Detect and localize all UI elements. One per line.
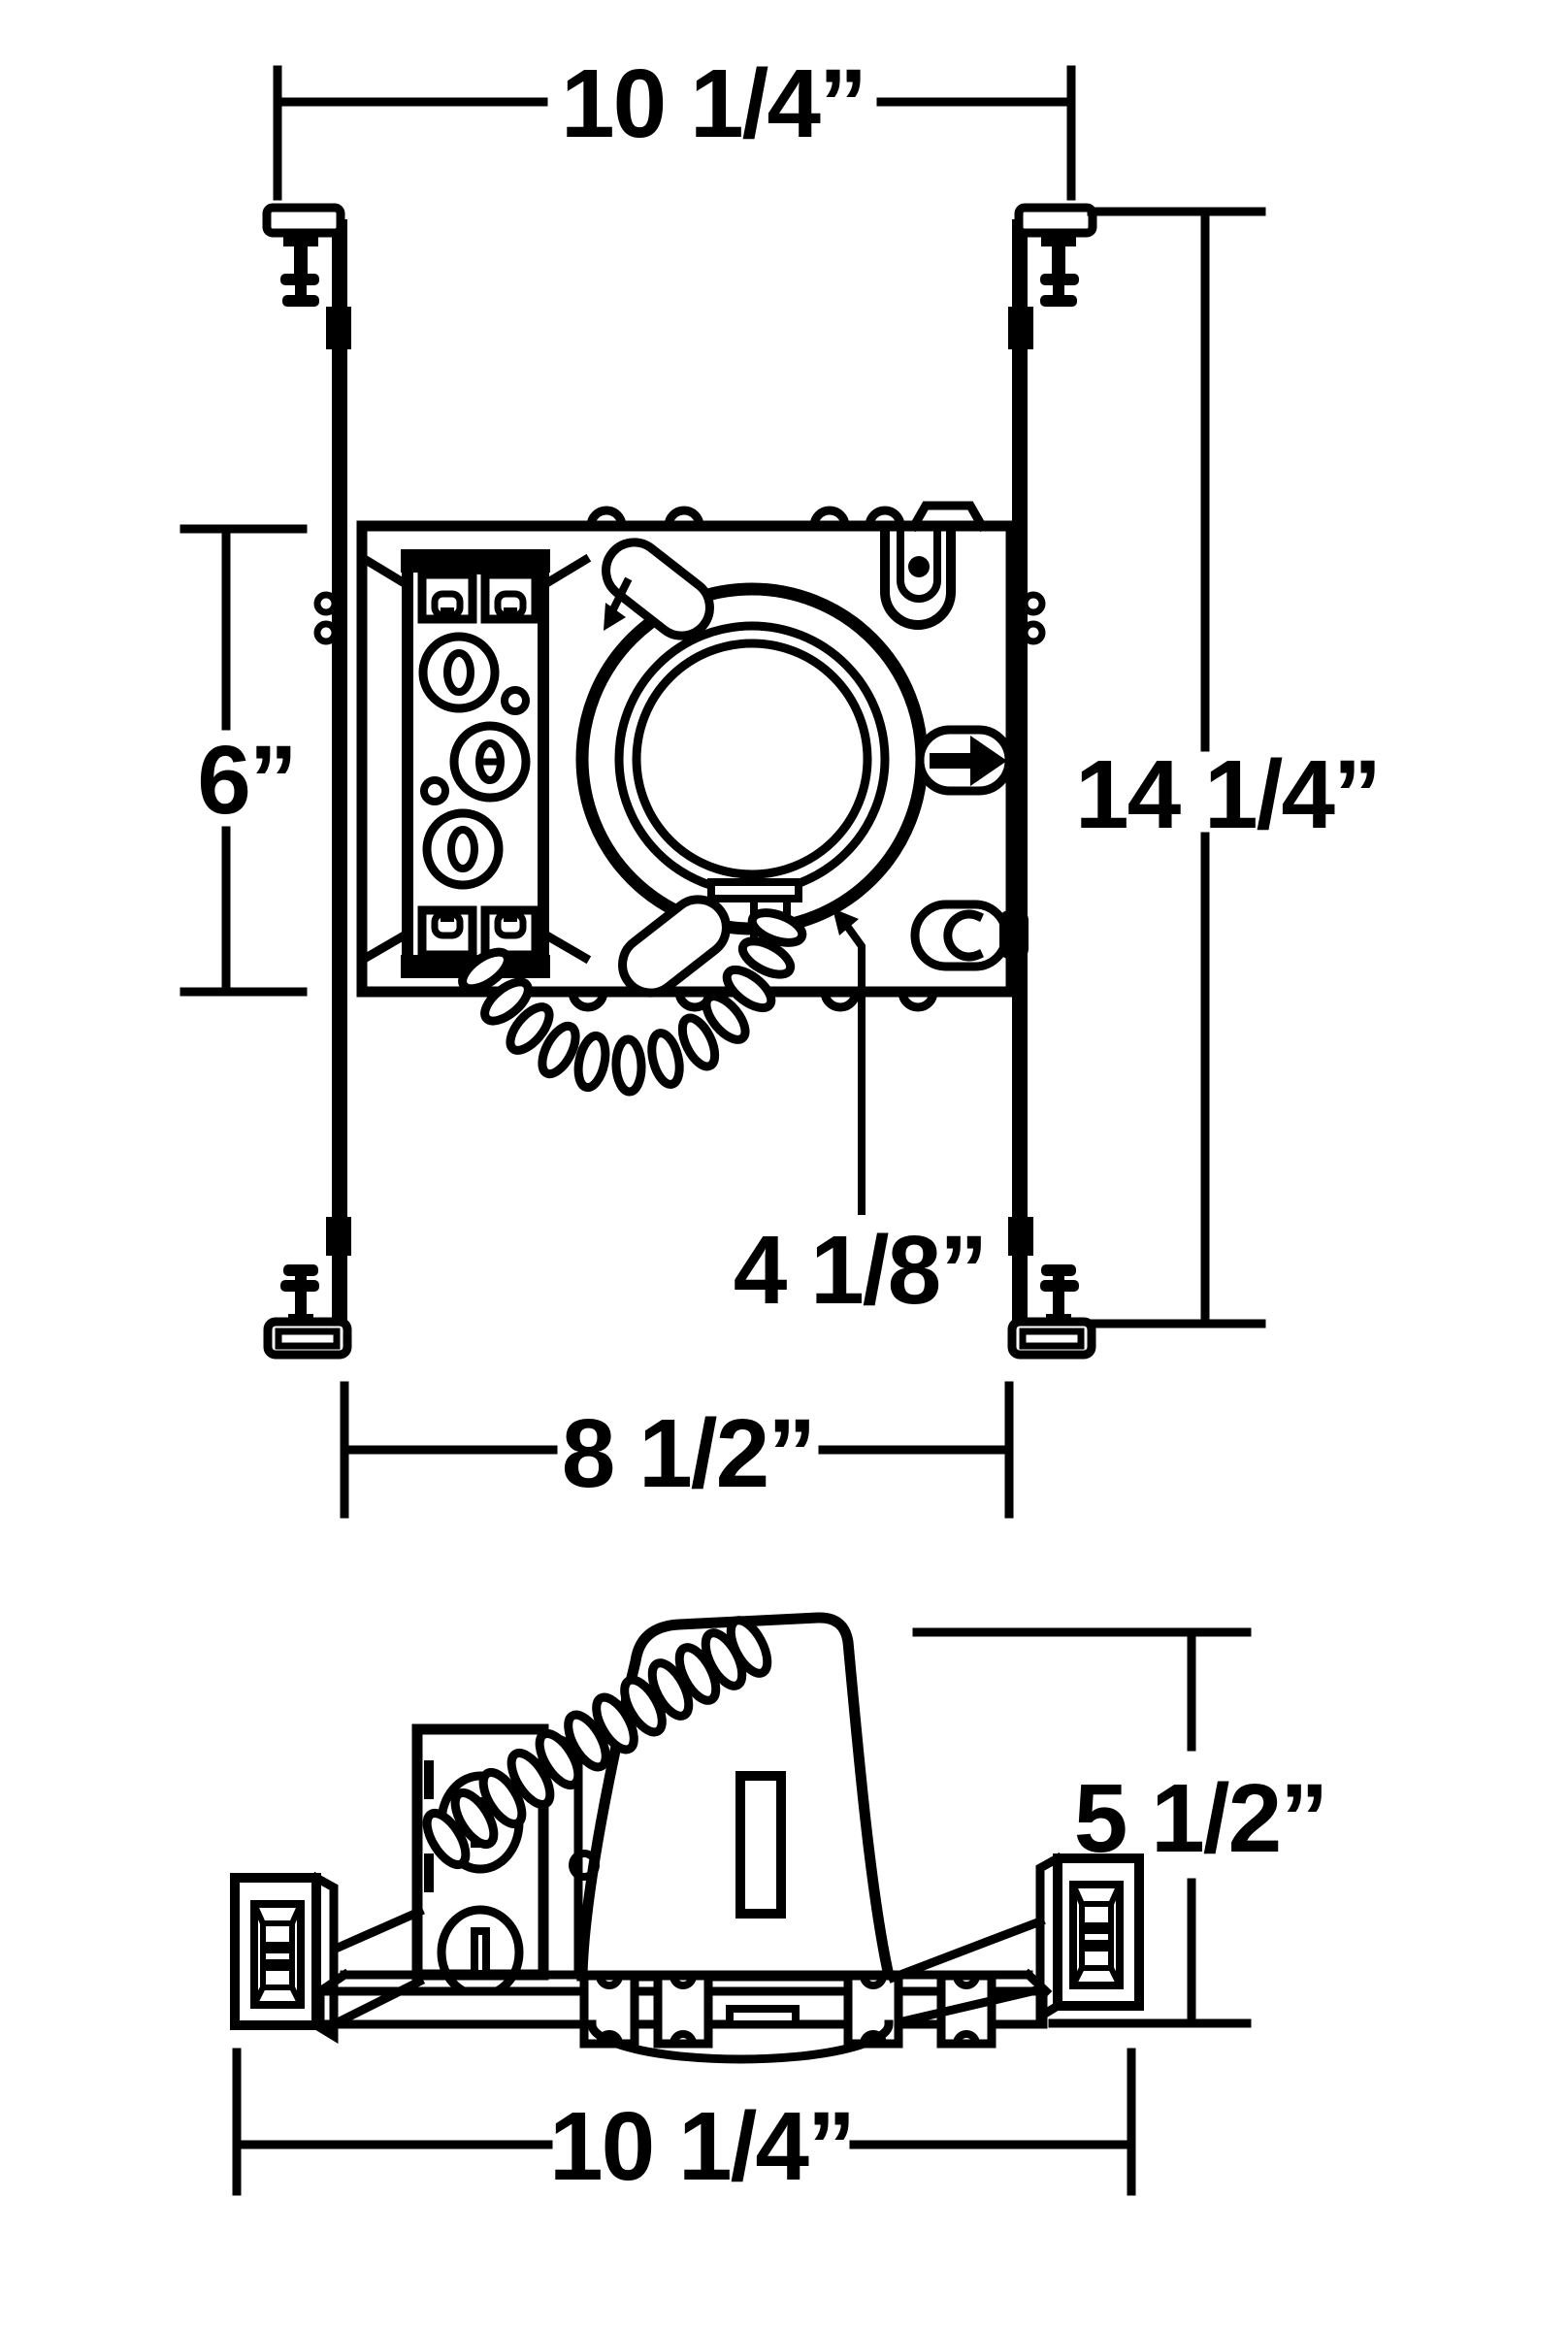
top-view [180, 65, 1266, 1519]
side-view [230, 1612, 1252, 2196]
dim-label-plate-side: 6” [197, 726, 296, 835]
can-slot [735, 1771, 786, 1919]
foot-bracket-right [1035, 1852, 1144, 2025]
cable-clamp-icon [417, 570, 540, 624]
arrow-right-icon [970, 736, 1007, 786]
dim-label-bottom-width: 10 1/4” [549, 2092, 854, 2201]
foot-bracket-left [230, 1871, 339, 2045]
adjustment-slots [602, 538, 1029, 998]
dim-overall-height [1087, 207, 1266, 1329]
dim-label-housing-height: 5 1/2” [1074, 1764, 1326, 1873]
dim-housing-height [912, 1627, 1252, 2028]
arrow-up-left-icon [833, 908, 859, 935]
dim-plate-side [180, 524, 308, 997]
flex-conduit-side [422, 1616, 772, 1870]
knockouts [418, 632, 531, 890]
spring-wires [359, 553, 592, 965]
dim-label-plate-width: 8 1/2” [562, 1399, 814, 1508]
plate-top-screws [586, 501, 989, 533]
dim-label-overall-height: 14 1/4” [1075, 740, 1380, 849]
dim-aperture-leader [833, 908, 866, 1215]
nail-bracket [262, 203, 345, 238]
hanger-bar-left [262, 203, 352, 1360]
dim-bottom-width [232, 2048, 1136, 2196]
foot-screw [283, 1264, 318, 1276]
dim-label-overall-width: 10 1/4” [561, 49, 866, 158]
can-tab [569, 1850, 600, 1881]
keyhole-slot [880, 527, 956, 630]
flex-conduit [458, 908, 807, 1097]
trim-ring [587, 2019, 894, 2064]
dim-label-aperture: 4 1/8” [734, 1216, 986, 1325]
housing-can [575, 582, 929, 945]
cable-clamp-icon [417, 905, 540, 960]
dim-overall-width [273, 65, 1076, 201]
support-arm-right [887, 1916, 1046, 2026]
arrow-down-left-icon [604, 576, 633, 631]
dim-plate-width [340, 1381, 1014, 1519]
trim-notch [726, 2005, 800, 2028]
support-arm-left [330, 1906, 426, 2027]
